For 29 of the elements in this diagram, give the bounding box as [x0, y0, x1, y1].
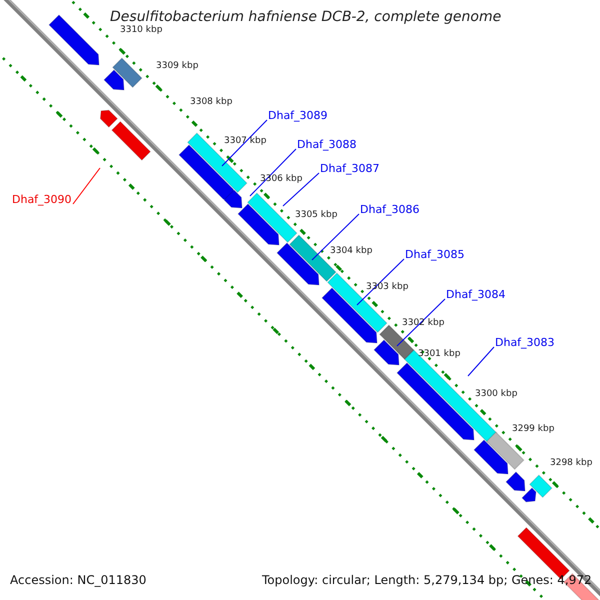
leader-line [312, 214, 360, 260]
leader-line [396, 298, 446, 346]
scale-label: 3298 kbp [550, 459, 592, 469]
gene-label: Dhaf_3083 [495, 336, 555, 349]
gene-label: Dhaf_3087 [320, 162, 380, 175]
scale-label: 3300 kbp [475, 390, 518, 400]
gene-label: Dhaf_3090 [12, 193, 72, 206]
leader-line [250, 148, 296, 196]
gene-label: Dhaf_3084 [446, 288, 506, 301]
leader-line [222, 120, 268, 166]
gene-label: Dhaf_3085 [405, 248, 465, 261]
leader-line [72, 168, 100, 204]
scale-label: 3301 kbp [418, 350, 460, 360]
leader-line [468, 346, 494, 376]
gene-label: Dhaf_3089 [268, 109, 328, 122]
scale-label: 3305 kbp [295, 211, 338, 221]
gene-label: Dhaf_3088 [297, 138, 357, 151]
scale-label: 3309 kbp [156, 62, 198, 72]
scale-label: 3307 kbp [224, 137, 266, 147]
scale-label: 3308 kbp [190, 98, 232, 108]
info-text: Accession: NC_011830 [10, 574, 146, 588]
info-text: Topology: circular; Length: 5,279,134 bp; Genes: 4,972 [262, 574, 592, 588]
map-title: Desulfitobacterium hafniense DCB-2, complete genome [110, 10, 502, 25]
scale-label: 3304 kbp [330, 247, 372, 257]
leader-line [356, 258, 404, 306]
scale-label: 3299 kbp [512, 425, 554, 435]
leader-line [282, 172, 320, 206]
scale-label: 3310 kbp [120, 26, 162, 36]
gene-label: Dhaf_3086 [360, 203, 420, 216]
